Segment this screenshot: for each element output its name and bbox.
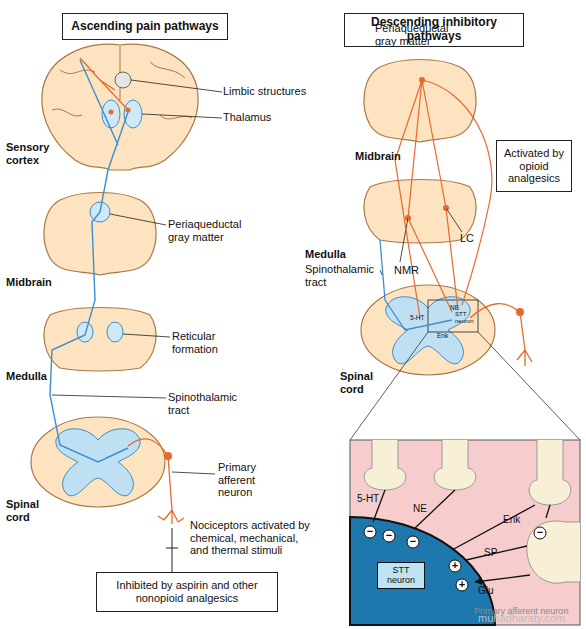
label-text: Periaqueductal gray matter [375, 22, 463, 47]
box-text: Ascending pain pathways [71, 20, 218, 34]
label-text: LC [460, 232, 490, 245]
label-text: Primary afferent neuron [218, 461, 276, 499]
label-text: Midbrain [355, 150, 425, 163]
text-box: Ascending pain pathways [62, 13, 228, 40]
sign-symbol: − [534, 526, 546, 538]
label-text: 5-HT [357, 493, 387, 505]
text-box: STT neuron [377, 562, 425, 589]
label-text: STT neuron [455, 311, 481, 325]
text-box: Inhibited by aspirin and other nonopioid… [96, 572, 278, 612]
label-text: Enk [503, 514, 529, 526]
box-text: Inhibited by aspirin and other nonopioid… [101, 579, 273, 604]
label-text: Sensory cortex [6, 141, 56, 166]
label-text: Limbic structures [223, 85, 343, 98]
label-text: muhadharaty.com [478, 612, 586, 625]
text-box: Activated by opioid analgesics [496, 140, 572, 192]
label-text: Spinal cord [6, 498, 48, 523]
box-text: Activated by opioid analgesics [501, 147, 567, 185]
sign-symbol: − [383, 529, 395, 541]
sign-symbol: − [407, 535, 419, 547]
label-text: Thalamus [223, 111, 323, 124]
label-text: NE [413, 503, 437, 515]
label-text: Enk [437, 332, 457, 339]
label-text: Spinothalamic tract [305, 263, 383, 288]
sign-symbol: + [456, 578, 468, 590]
label-text: NE [450, 304, 466, 311]
label-text: 5-HT [410, 314, 430, 321]
sign-symbol: + [449, 559, 461, 571]
label-text: Medulla [6, 370, 76, 383]
sign-symbol: − [364, 525, 376, 537]
label-text: Spinothalamic tract [168, 391, 246, 416]
label-text: SP [484, 547, 506, 559]
label-text: Medulla [305, 248, 365, 261]
label-text: Nociceptors activated by chemical, mecha… [190, 519, 315, 557]
label-text: Reticular formation [172, 330, 244, 355]
label-text: Spinal cord [340, 370, 382, 395]
label-text: Midbrain [6, 276, 76, 289]
box-text: STT neuron [382, 565, 420, 586]
label-text: NMR [394, 264, 434, 277]
label-text: Periaqueductal gray matter [168, 218, 256, 243]
label-text: Glu [478, 585, 500, 597]
